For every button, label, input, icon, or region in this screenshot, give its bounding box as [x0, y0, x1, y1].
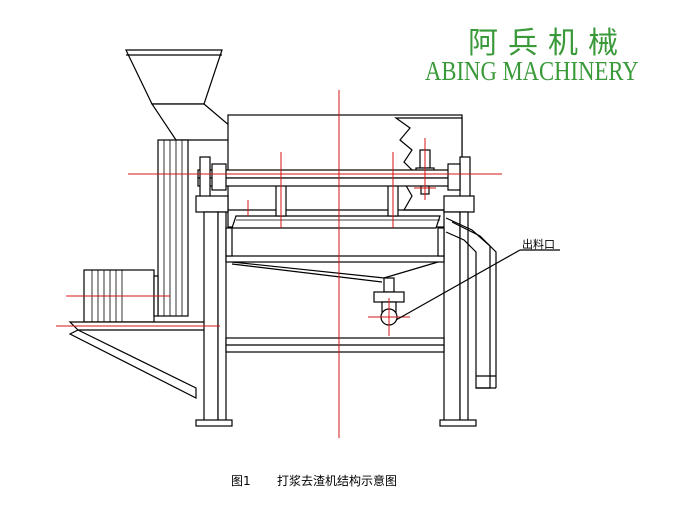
- support-frame: [195, 211, 477, 427]
- collection-funnel: [231, 261, 439, 326]
- drive-pulley: [157, 139, 189, 317]
- bearing-blocks: [195, 156, 475, 213]
- figure-title: 打浆去渣机结构示意图: [277, 474, 398, 488]
- brand-english-name: ABING MACHINERY: [425, 56, 639, 86]
- discharge-outlet-label: 出料口: [522, 238, 555, 251]
- motor-base: [68, 321, 217, 399]
- callout-leader: [395, 249, 560, 321]
- feed-hopper: [125, 49, 231, 141]
- discharge-chute: [445, 217, 497, 389]
- main-shaft: [197, 169, 467, 187]
- figure-number: 图1: [231, 474, 251, 488]
- centerlines: [56, 90, 502, 438]
- brand-chinese-name: 阿兵机械: [468, 26, 628, 61]
